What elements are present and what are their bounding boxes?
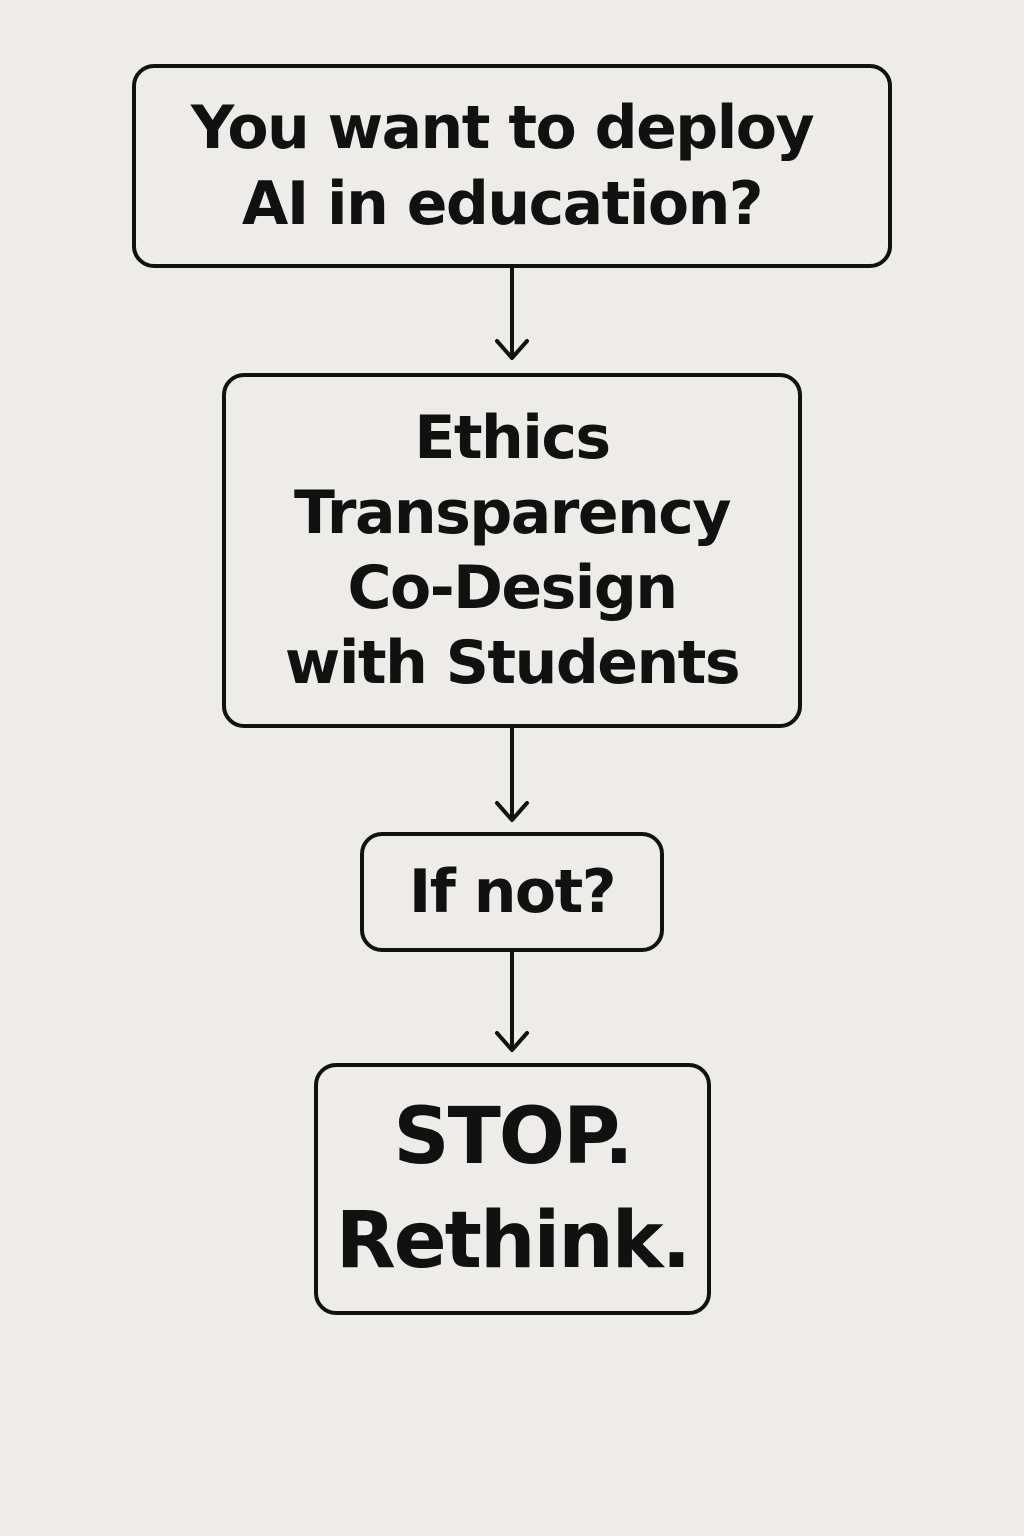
principles-line-1: Ethics [414,402,611,473]
stop-line-2: Rethink. [335,1196,692,1286]
stop-node: STOP. Rethink. [314,1063,711,1315]
arrow-principles-to-ifnot [495,726,529,822]
principles-node: Ethics Transparency Co-Design with Stude… [222,373,802,728]
principles-line-3: Co-Design [347,552,678,623]
question-line-1: You want to deploy [190,93,815,163]
principles-line-4: with Students [284,627,741,698]
principles-line-2: Transparency [294,477,731,548]
arrow-ifnot-to-stop [495,950,529,1052]
question-line-2: AI in education? [241,169,764,239]
if-not-node: If not? [360,832,664,952]
if-not-line-1: If not? [408,857,617,927]
arrow-question-to-principles [495,266,529,360]
question-node: You want to deploy AI in education? [132,64,892,268]
stop-line-1: STOP. [393,1092,633,1182]
